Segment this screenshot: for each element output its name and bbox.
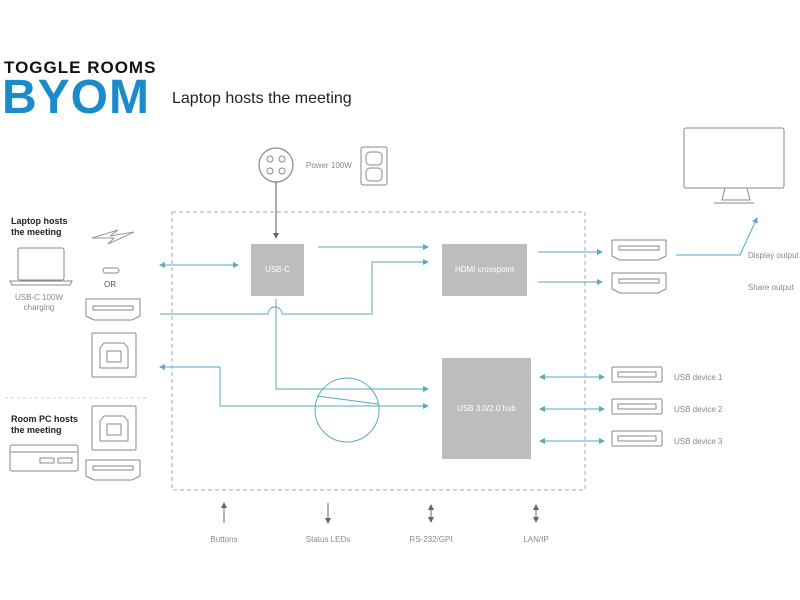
lightning-icon [91,229,135,245]
brand-title: BYOM [2,71,150,124]
usb-device-label: USB device 3 [674,437,723,446]
page-title: Laptop hosts the meeting [172,90,352,107]
usb-a-port-icon [611,430,663,447]
hdmi-crosspoint-box: HDMI crosspoint [442,244,527,296]
usb-device-label: USB device 1 [674,373,723,382]
power-label: Power 100W [306,161,352,170]
room-pc-hosts-label: Room PC hosts the meeting [11,414,79,435]
status-leds-label: Status LEDs [305,535,351,544]
usbc-charging-label: USB-C 100W charging [14,293,63,312]
buttons-label: Buttons [210,535,238,544]
hdmi-port-icon [85,459,141,481]
usb-a-port-icon [611,398,663,415]
or-label: OR [104,280,116,289]
wall-outlet-icon [360,146,388,186]
hdmi-port-icon [611,239,667,261]
usb-b-port-icon [91,405,137,451]
usb-device-label: USB device 2 [674,405,723,414]
hdmi-port-icon [85,298,141,321]
share-output-label: Share output [748,283,794,292]
display-output-label: Display output [748,251,799,260]
device-enclosure [171,211,586,491]
laptop-icon [9,247,73,286]
hdmi-port-icon [611,272,667,294]
brand-subtitle: TOGGLE ROOMS [4,58,157,77]
usb-b-port-icon [91,332,137,378]
usbc-box: USB-C [251,244,304,296]
usb-hub-box: USB 3.0/2.0 hub [442,358,531,459]
usbc-port-icon [102,267,120,274]
room-pc-icon [9,444,79,472]
lan-ip-label: LAN/IP [523,535,549,544]
monitor-icon [683,127,785,204]
laptop-hosts-label: Laptop hosts the meeting [11,216,68,237]
rs232-gpi-label: RS-232/GPI [409,535,453,544]
power-plug-icon [258,147,294,183]
usb-a-port-icon [611,366,663,383]
